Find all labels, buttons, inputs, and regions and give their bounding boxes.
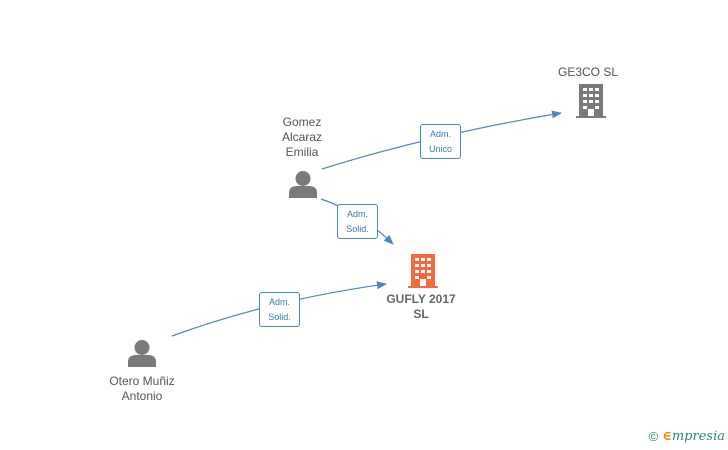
node-label-gesco[interactable]: GE3CO SL — [557, 65, 619, 79]
building-icon-focus[interactable] — [408, 254, 438, 288]
building-icon[interactable] — [576, 84, 606, 118]
copyright-icon: © — [648, 429, 659, 444]
node-label-gomez[interactable]: Gomez Alcaraz Emilia — [281, 115, 322, 159]
edge-label-otero-gufly[interactable]: Adm. Solid. — [259, 292, 300, 327]
edge-label-gomez-gesco[interactable]: Adm. Unico — [420, 124, 461, 159]
node-label-otero[interactable]: Otero Muñiz Antonio — [109, 374, 175, 403]
node-label-gufly[interactable]: GUFLY 2017 SL — [386, 292, 456, 321]
edge-label-gomez-gufly[interactable]: Adm. Solid. — [337, 204, 378, 239]
person-icon[interactable] — [289, 171, 317, 198]
empresia-logo: ∈mpresia — [662, 429, 725, 444]
person-icon[interactable] — [128, 340, 156, 367]
empresia-watermark: © ∈mpresia — [649, 429, 725, 444]
